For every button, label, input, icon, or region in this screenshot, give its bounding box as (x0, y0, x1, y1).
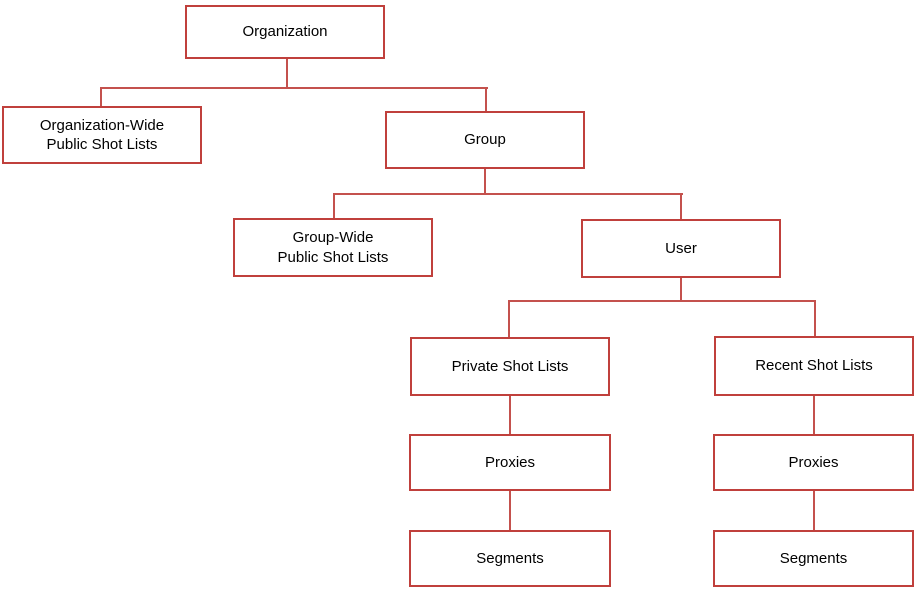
connector-organization-down (286, 58, 288, 88)
connector-groupwide-drop (333, 193, 335, 219)
connector-group-rail (333, 193, 683, 195)
connector-recent-to-proxies (813, 395, 815, 435)
connector-group-drop (485, 87, 487, 112)
node-private-shot-lists: Private Shot Lists (410, 337, 610, 396)
connector-organization-rail (100, 87, 488, 89)
node-organization-wide-public-shot-lists: Organization-Wide Public Shot Lists (2, 106, 202, 164)
connector-recent-proxies-to-segments (813, 490, 815, 531)
connector-recent-drop (814, 300, 816, 337)
connector-private-to-proxies (509, 395, 511, 435)
node-recent-proxies: Proxies (713, 434, 914, 491)
connector-user-drop (680, 193, 682, 220)
node-recent-segments: Segments (713, 530, 914, 587)
node-organization: Organization (185, 5, 385, 59)
connector-private-drop (508, 300, 510, 338)
connector-group-down (484, 168, 486, 195)
node-group: Group (385, 111, 585, 169)
connector-user-rail (508, 300, 816, 302)
node-user: User (581, 219, 781, 278)
node-private-segments: Segments (409, 530, 611, 587)
node-group-wide-public-shot-lists: Group-Wide Public Shot Lists (233, 218, 433, 277)
connector-orgwide-drop (100, 87, 102, 107)
connector-private-proxies-to-segments (509, 490, 511, 531)
connector-user-down (680, 277, 682, 302)
node-recent-shot-lists: Recent Shot Lists (714, 336, 914, 396)
node-private-proxies: Proxies (409, 434, 611, 491)
